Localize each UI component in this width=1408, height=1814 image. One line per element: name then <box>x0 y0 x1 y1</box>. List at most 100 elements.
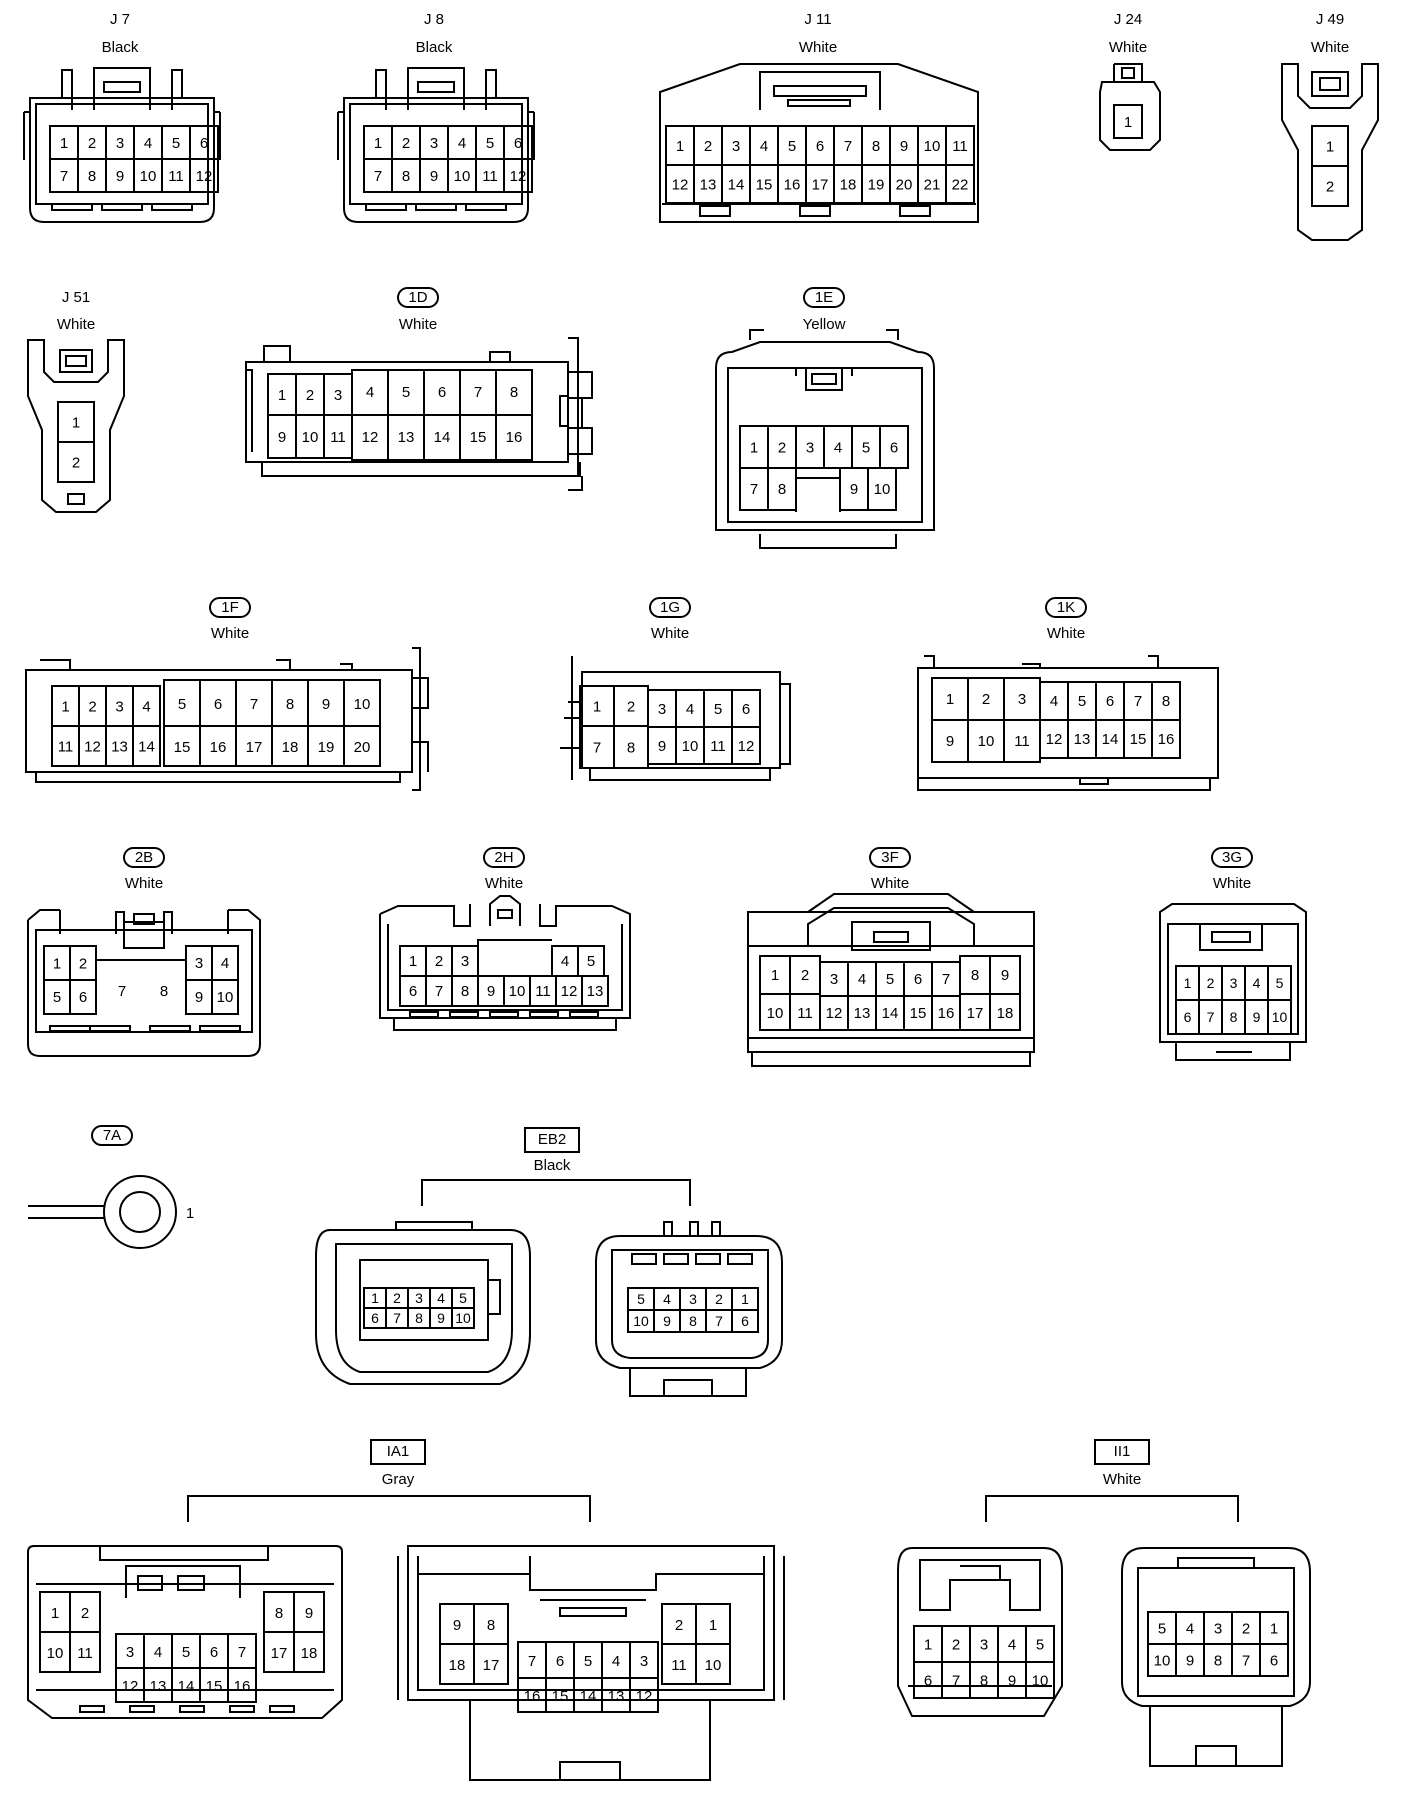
pin-number: 7 <box>750 481 758 498</box>
pin-number: 18 <box>840 176 857 193</box>
pin-number: 6 <box>214 696 222 713</box>
connector-code: J 49 <box>1316 11 1344 28</box>
bracket <box>187 1495 591 1522</box>
pin-number: 10 <box>509 983 526 1000</box>
latch <box>49 1025 91 1032</box>
latch <box>129 1705 155 1713</box>
connector-code-badge <box>649 597 691 618</box>
latch <box>529 1011 559 1018</box>
outline <box>629 1368 747 1397</box>
pin-number: 6 <box>1184 1009 1192 1025</box>
pin-cell <box>473 1643 509 1685</box>
pin-number: 7 <box>715 1313 723 1329</box>
outline <box>795 477 841 512</box>
outline <box>589 768 771 781</box>
outline <box>560 683 791 765</box>
latch <box>229 1705 255 1713</box>
connector-code-badge <box>123 847 165 868</box>
pin-number: 5 <box>1078 693 1086 710</box>
pin-number: 4 <box>458 135 466 152</box>
pin-number: 5 <box>1158 1620 1166 1637</box>
pin-number: 20 <box>896 176 913 193</box>
outline <box>387 924 623 1011</box>
pin-number: 18 <box>997 1005 1014 1022</box>
pin-number: 17 <box>483 1657 500 1674</box>
pin-number: 4 <box>1186 1620 1194 1637</box>
pin-cell <box>227 1667 257 1703</box>
outline <box>1281 63 1379 241</box>
pin-number: 1 <box>750 439 758 456</box>
pin-number: 11 <box>952 138 968 155</box>
pin-number: 10 <box>454 168 471 185</box>
pin-number: 11 <box>671 1657 687 1674</box>
pin-number: 1 <box>374 135 382 152</box>
pin-cell <box>211 979 239 1015</box>
pin-number: 4 <box>760 138 768 155</box>
pin-number: 12 <box>122 1678 139 1695</box>
pin-number: 10 <box>682 738 699 755</box>
pin-number: 8 <box>1230 1009 1238 1025</box>
connector-color: White <box>651 625 689 642</box>
pin-number: 1 <box>61 698 69 715</box>
connector-color: White <box>57 316 95 333</box>
pin-cell <box>1113 104 1143 139</box>
pin-number: 9 <box>453 1617 461 1634</box>
pin-cell <box>293 1631 325 1673</box>
outline <box>595 1235 783 1369</box>
pin-row: 1 <box>57 401 95 443</box>
latch <box>631 1253 657 1265</box>
pin-number: 9 <box>1008 1672 1016 1689</box>
pin-number: 6 <box>1106 693 1114 710</box>
pin-number: 2 <box>435 953 443 970</box>
pin-number: 4 <box>1050 693 1058 710</box>
pin-number: 9 <box>850 481 858 498</box>
outline <box>337 111 535 160</box>
connector-7a: 7A1 <box>28 1125 194 1249</box>
connector-color: White <box>399 316 437 333</box>
pin-number: 16 <box>506 429 523 446</box>
key <box>805 367 843 391</box>
connector-code: J 24 <box>1114 11 1142 28</box>
outline <box>568 337 583 491</box>
pin-number: 8 <box>627 739 635 756</box>
pin-cell <box>503 158 533 193</box>
outline <box>1121 1547 1311 1707</box>
connector-code: J 51 <box>62 289 90 306</box>
latch <box>269 1705 295 1713</box>
outline <box>375 69 497 110</box>
pin-number: 10 <box>47 1645 64 1662</box>
pin-number: 2 <box>1242 1620 1250 1637</box>
latch <box>899 205 931 217</box>
connector-color: Black <box>534 1157 571 1174</box>
pin-number: 6 <box>200 135 208 152</box>
pin-number: 5 <box>862 439 870 456</box>
pin-number: 10 <box>767 1005 784 1022</box>
pin-number: 9 <box>116 168 124 185</box>
pin-number: 17 <box>271 1645 288 1662</box>
pin-number: 1 <box>741 1291 749 1307</box>
key-inner <box>1319 77 1341 91</box>
connector-code: J 7 <box>110 11 130 28</box>
outline <box>27 1545 343 1719</box>
pin-number: 9 <box>487 983 495 1000</box>
outline <box>137 1575 205 1591</box>
pin-number: 2 <box>88 135 96 152</box>
pin-number: 8 <box>415 1310 423 1326</box>
outline <box>35 929 253 1033</box>
pin-number: 5 <box>788 138 796 155</box>
latch <box>101 203 143 211</box>
pin-number: 5 <box>714 701 722 718</box>
pin-number: 1 <box>371 1290 379 1306</box>
